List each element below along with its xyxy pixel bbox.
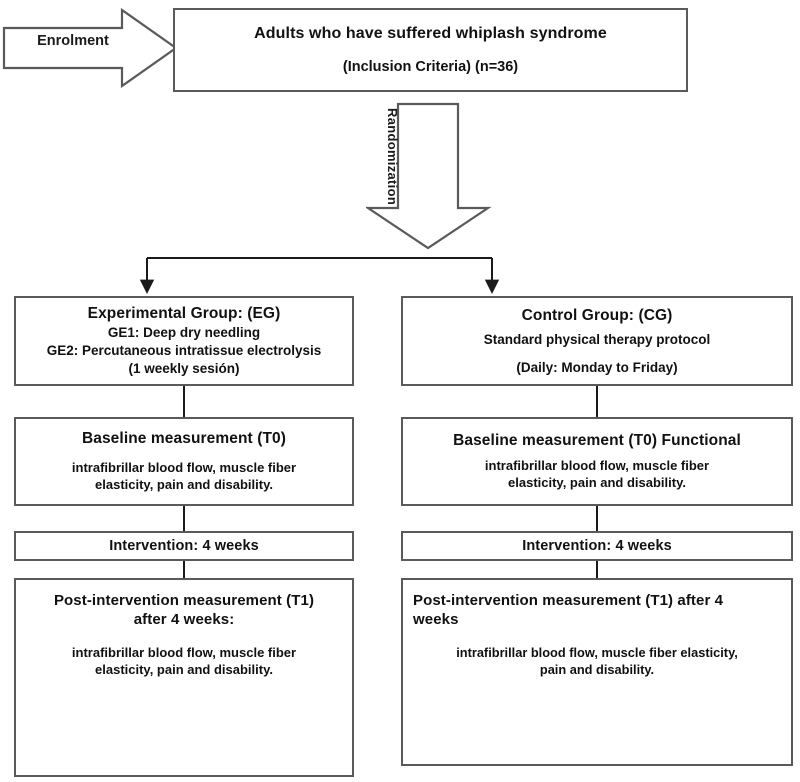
experimental-frequency: (1 weekly sesión) xyxy=(128,361,240,377)
enrolment-header-line1: Adults who have suffered whiplash syndro… xyxy=(254,24,607,42)
experimental-post-outcomes-2: elasticity, pain and disability. xyxy=(95,662,273,678)
control-group-box: Control Group: (CG) Standard physical th… xyxy=(401,296,793,386)
control-post-title-1: Post-intervention measurement (T1) after… xyxy=(413,592,724,609)
control-post-intervention-box: Post-intervention measurement (T1) after… xyxy=(401,578,793,766)
experimental-baseline-outcomes-2: elasticity, pain and disability. xyxy=(95,477,273,493)
experimental-post-title-1: Post-intervention measurement (T1) xyxy=(53,592,315,609)
control-post-outcomes-1: intrafibrillar blood flow, muscle fiber … xyxy=(456,644,738,660)
experimental-group-title: Experimental Group: (EG) xyxy=(87,305,281,322)
experimental-post-title-2: after 4 weeks: xyxy=(133,610,235,628)
control-baseline-title: Baseline measurement (T0) Functional xyxy=(453,432,741,450)
experimental-post-intervention-box: Post-intervention measurement (T1) after… xyxy=(14,578,354,777)
control-baseline-outcomes-2: elasticity, pain and disability. xyxy=(508,475,686,491)
control-baseline-outcomes-1: intrafibrillar blood flow, muscle fiber xyxy=(484,457,710,473)
experimental-intervention-box: Intervention: 4 weeks xyxy=(14,531,354,561)
control-frequency: (Daily: Monday to Friday) xyxy=(516,359,678,375)
experimental-intervention-2: GE2: Percutaneous intratissue electrolys… xyxy=(46,342,322,358)
control-intervention-duration: Intervention: 4 weeks xyxy=(522,537,672,554)
randomization-label: Randomization xyxy=(385,108,400,206)
control-post-outcomes-2: pain and disability. xyxy=(539,661,655,677)
experimental-baseline-outcomes-1: intrafibrillar blood flow, muscle fiber xyxy=(71,459,297,475)
enrolment-header-box: Adults who have suffered whiplash syndro… xyxy=(173,8,688,92)
experimental-intervention-duration: Intervention: 4 weeks xyxy=(109,537,259,554)
control-intervention-box: Intervention: 4 weeks xyxy=(401,531,793,561)
control-post-title-2: weeks xyxy=(413,610,459,628)
randomization-arrow-icon xyxy=(366,102,492,250)
experimental-post-outcomes-1: intrafibrillar blood flow, muscle fiber xyxy=(71,644,297,660)
enrolment-header-line2: (Inclusion Criteria) (n=36) xyxy=(342,58,519,75)
control-group-title: Control Group: (CG) xyxy=(521,306,673,324)
experimental-baseline-title: Baseline measurement (T0) xyxy=(81,430,287,448)
enrolment-label: Enrolment xyxy=(37,33,109,49)
experimental-baseline-box: Baseline measurement (T0) intrafibrillar… xyxy=(14,417,354,506)
control-baseline-box: Baseline measurement (T0) Functional int… xyxy=(401,417,793,506)
control-protocol: Standard physical therapy protocol xyxy=(483,332,711,348)
enrolment-arrow-icon xyxy=(2,8,178,88)
experimental-group-box: Experimental Group: (EG) GE1: Deep dry n… xyxy=(14,296,354,386)
experimental-intervention-1: GE1: Deep dry needling xyxy=(107,325,261,341)
